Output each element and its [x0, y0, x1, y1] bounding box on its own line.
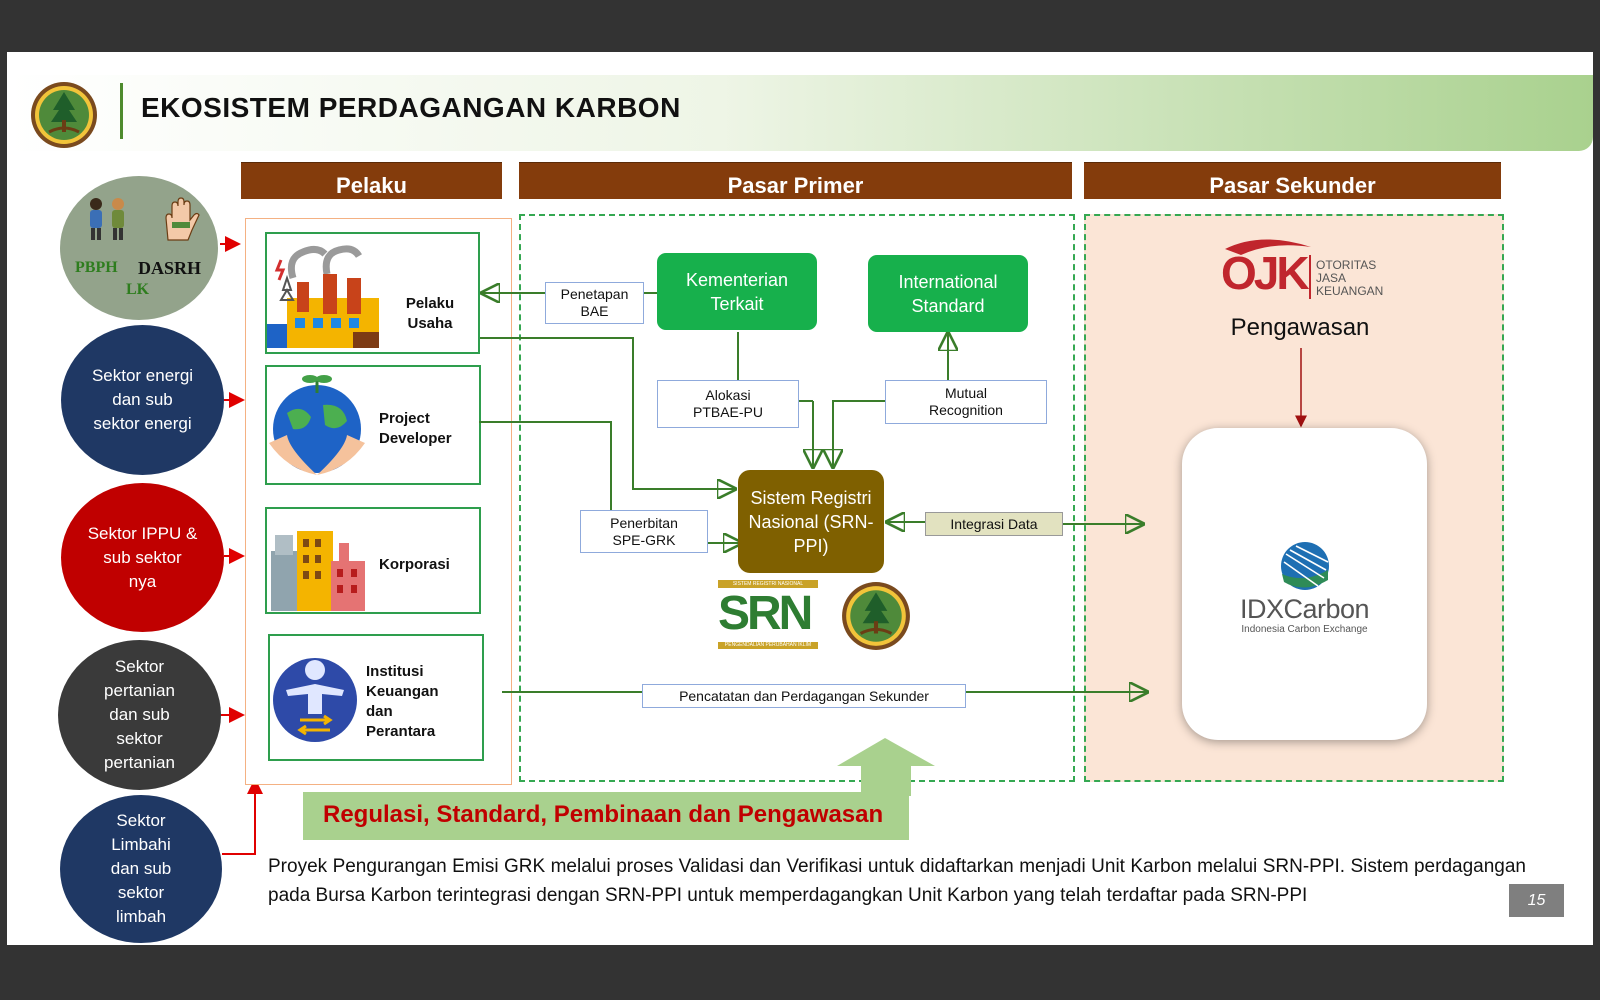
- box-label: Penetapan BAE: [560, 286, 629, 319]
- srn-logo: SISTEM REGISTRI NASIONAL SRN PENGENDALIA…: [718, 580, 818, 650]
- slide: EKOSISTEM PERDAGANGAN KARBON Pelaku Pasa…: [7, 52, 1593, 945]
- box-alokasi: Alokasi PTBAE-PU: [657, 380, 799, 428]
- box-penerbitan: Penerbitan SPE-GRK: [580, 510, 708, 553]
- box-label: Integrasi Data: [950, 515, 1038, 532]
- ministry-emblem: [842, 582, 910, 650]
- buildings-icon: [271, 531, 365, 611]
- regulation-banner-text: Regulasi, Standard, Pembinaan dan Pengaw…: [323, 801, 884, 828]
- pengawasan-label: Pengawasan: [1230, 314, 1370, 341]
- pbph-label: PBPH: [75, 259, 118, 276]
- sector-label: Sektor energi dan sub sektor energi: [91, 366, 194, 433]
- actor-label: Institusi Keuangan dan Perantara: [366, 663, 439, 740]
- sector-circle-ippu: Sektor IPPU & sub sektor nya: [61, 483, 224, 632]
- up-arrow-shape: [837, 738, 935, 796]
- actor-institusi: Institusi Keuangan dan Perantara: [268, 634, 484, 761]
- ojk-line: OTORITAS: [1316, 258, 1377, 272]
- column-header-pasar-sekunder: Pasar Sekunder: [1084, 162, 1501, 199]
- page-number: 15: [1509, 884, 1564, 917]
- box-penetapan-bae: Penetapan BAE: [545, 282, 644, 324]
- sector-circle-pertanian: Sektor pertanian dan sub sektor pertania…: [58, 640, 221, 790]
- box-label: Mutual Recognition: [929, 385, 1003, 418]
- sector-circle-limbah: Sektor Limbahi dan sub sektor limbah: [60, 795, 222, 943]
- dasrh-label: DASRH: [138, 258, 202, 278]
- idx-globe-icon: [1281, 542, 1329, 590]
- circle-pbph-dasrh-lk: PBPH DASRH LK: [60, 176, 218, 320]
- box-srn-ppi: Sistem Registri Nasional (SRN-PPI): [738, 470, 884, 573]
- ojk-text: OTORITAS JASA KEUANGAN: [1316, 259, 1383, 298]
- box-label: Alokasi PTBAE-PU: [692, 387, 763, 420]
- sector-arrows: [220, 236, 263, 855]
- title-divider: [120, 83, 123, 139]
- ojk-line: KEUANGAN: [1316, 284, 1384, 298]
- idx-carbon-sub: Indonesia Carbon Exchange: [1241, 624, 1368, 635]
- hand-icon: [165, 197, 200, 241]
- ojk-logo: OJK OTORITAS JASA KEUANGAN: [1221, 235, 1411, 305]
- box-mutual-recognition: Mutual Recognition: [885, 380, 1047, 424]
- srn-logo-bottom: PENGENDALIAN PERUBAHAN IKLIM: [718, 642, 818, 649]
- actor-label: Project Developer: [379, 410, 452, 447]
- ojk-mark: OJK: [1221, 247, 1310, 299]
- box-label: Pencatatan dan Perdagangan Sekunder: [679, 687, 929, 704]
- lk-label: LK: [126, 281, 150, 298]
- srn-logo-top: SISTEM REGISTRI NASIONAL: [718, 580, 818, 588]
- factory-icon: [267, 245, 379, 348]
- box-label: Penerbitan SPE-GRK: [610, 514, 678, 548]
- box-integrasi-data: Integrasi Data: [925, 512, 1063, 536]
- actor-pelaku-usaha: Pelaku Usaha: [265, 232, 480, 354]
- column-header-pasar-primer: Pasar Primer: [519, 162, 1072, 199]
- sector-label: Sektor IPPU & sub sektor nya: [87, 523, 198, 591]
- box-international-standard: International Standard: [868, 255, 1028, 332]
- flow-project-penerbitan: [479, 421, 612, 510]
- page-title: EKOSISTEM PERDAGANGAN KARBON: [141, 92, 681, 123]
- srn-logo-text: SRN: [718, 587, 813, 640]
- pasar-primer-panel: [519, 214, 1075, 782]
- box-kementerian: Kementerian Terkait: [657, 253, 817, 330]
- actor-project-developer: Project Developer: [265, 365, 481, 485]
- actor-label: Pelaku Usaha: [405, 295, 455, 332]
- flow-mutual-srn: [833, 400, 887, 467]
- connector-layer: [220, 236, 263, 855]
- box-label: Kementerian Terkait: [685, 269, 789, 314]
- actor-korporasi: Korporasi: [265, 507, 481, 614]
- regulation-banner: [303, 792, 909, 840]
- flow-usaha-srn: [480, 337, 735, 489]
- ojk-line: JASA: [1316, 271, 1347, 285]
- sector-label: Sektor Limbahi dan sub sektor limbah: [110, 811, 172, 926]
- idx-carbon-card: IDXCarbon Indonesia Carbon Exchange: [1182, 428, 1427, 740]
- idx-carbon-label: IDXCarbon: [1239, 594, 1370, 624]
- finance-person-icon: [273, 658, 357, 742]
- ojk-divider: [1309, 255, 1311, 299]
- sector-circle-energi: Sektor energi dan sub sektor energi: [61, 325, 224, 475]
- earth-hands-icon: [269, 375, 365, 475]
- actor-label: Korporasi: [379, 556, 450, 573]
- box-pencatatan: Pencatatan dan Perdagangan Sekunder: [642, 684, 966, 708]
- people-icon: [90, 198, 124, 240]
- arrow: [222, 778, 263, 855]
- box-label: Sistem Registri Nasional (SRN-PPI): [748, 487, 874, 556]
- ojk-swoosh-icon: [1225, 239, 1311, 255]
- header-band: [7, 75, 1593, 151]
- ministry-logo: [31, 82, 97, 148]
- column-header-pelaku: Pelaku: [241, 162, 502, 199]
- sector-label: Sektor pertanian dan sub sektor pertania…: [104, 657, 175, 772]
- box-label: International Standard: [898, 271, 998, 316]
- footer-description: Proyek Pengurangan Emisi GRK melalui pro…: [268, 856, 1526, 906]
